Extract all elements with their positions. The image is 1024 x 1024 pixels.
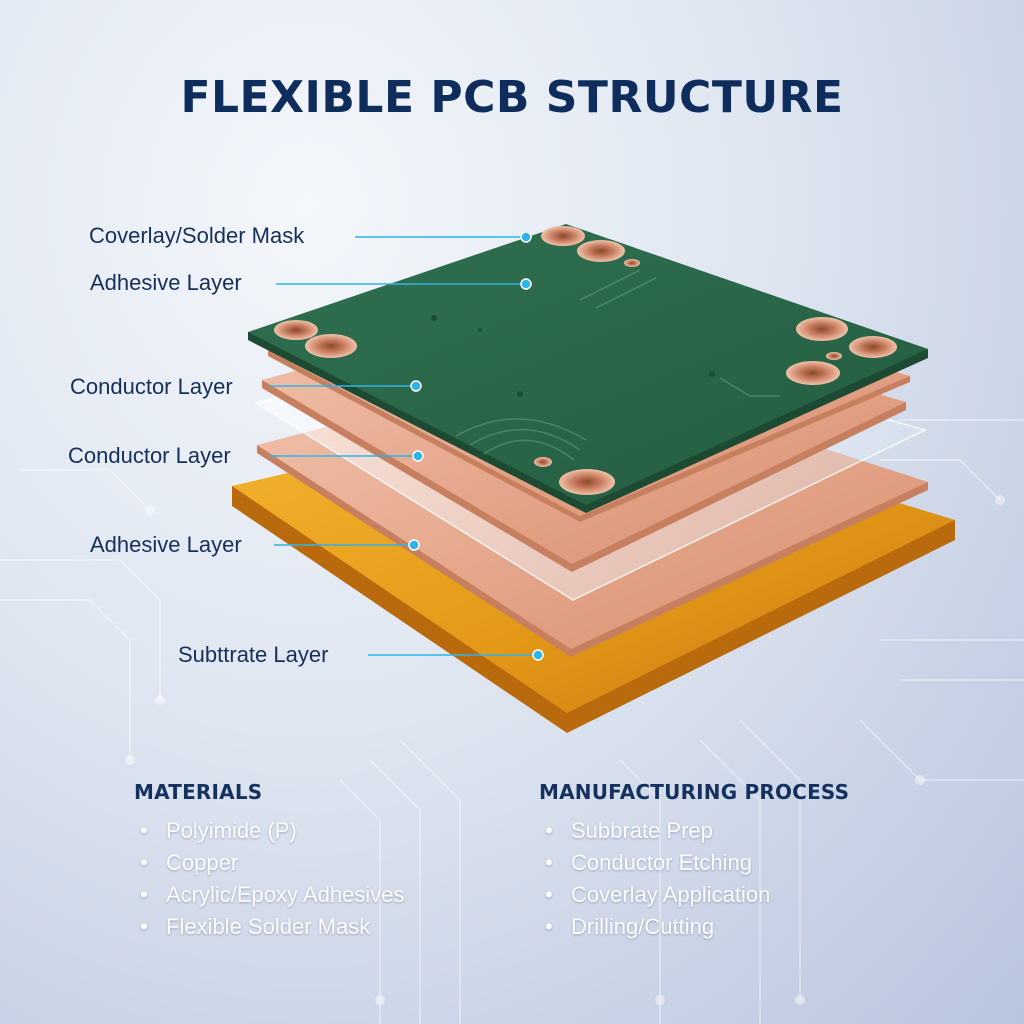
background-circuit-traces — [0, 419, 1024, 1024]
list-item: •Acrylic/Epoxy Adhesives — [140, 882, 405, 907]
list-item: •Drilling/Cutting — [545, 914, 715, 939]
solder-mask-layer — [248, 224, 928, 505]
process-list: •Subbrate Prep •Conductor Etching •Cover… — [539, 815, 770, 943]
pad — [559, 469, 615, 495]
list-item: •Copper — [140, 850, 239, 875]
pad — [786, 361, 840, 385]
pad — [274, 320, 318, 340]
label-conductor-layer-1: Conductor Layer — [70, 374, 233, 399]
pad — [624, 259, 640, 267]
materials-list: •Polyimide (P) •Copper •Acrylic/Epoxy Ad… — [134, 815, 404, 943]
pad — [541, 226, 585, 246]
copper-pads — [274, 226, 897, 495]
solder-mask-vias — [431, 315, 715, 397]
page-title: FLEXIBLE PCB STRUCTURE — [180, 72, 844, 123]
solder-mask-traces — [455, 269, 780, 461]
list-item: •Conductor Etching — [545, 850, 752, 875]
label-adhesive-layer-bottom: Adhesive Layer — [90, 532, 242, 557]
list-item: •Flexible Solder Mask — [140, 914, 371, 939]
pad — [305, 334, 357, 358]
label-substrate-layer: Subttrate Layer — [178, 642, 329, 667]
list-item: •Coverlay Application — [545, 882, 771, 907]
label-coverlay-solder-mask: Coverlay/Solder Mask — [89, 223, 305, 248]
background-trace-nodes — [125, 495, 1005, 1005]
label-conductor-layer-2: Conductor Layer — [68, 443, 231, 468]
pad — [577, 240, 625, 262]
list-item: •Subbrate Prep — [545, 818, 713, 843]
pad — [826, 352, 842, 360]
materials-heading: MATERIALS — [134, 780, 263, 804]
pad — [849, 336, 897, 358]
leader-lines — [270, 236, 538, 656]
leader-dots — [408, 231, 544, 661]
list-item: •Polyimide (P) — [140, 818, 297, 843]
pad — [796, 317, 848, 341]
label-adhesive-layer-top: Adhesive Layer — [90, 270, 242, 295]
pad — [534, 457, 552, 467]
process-heading: MANUFACTURING PROCESS — [539, 780, 850, 804]
